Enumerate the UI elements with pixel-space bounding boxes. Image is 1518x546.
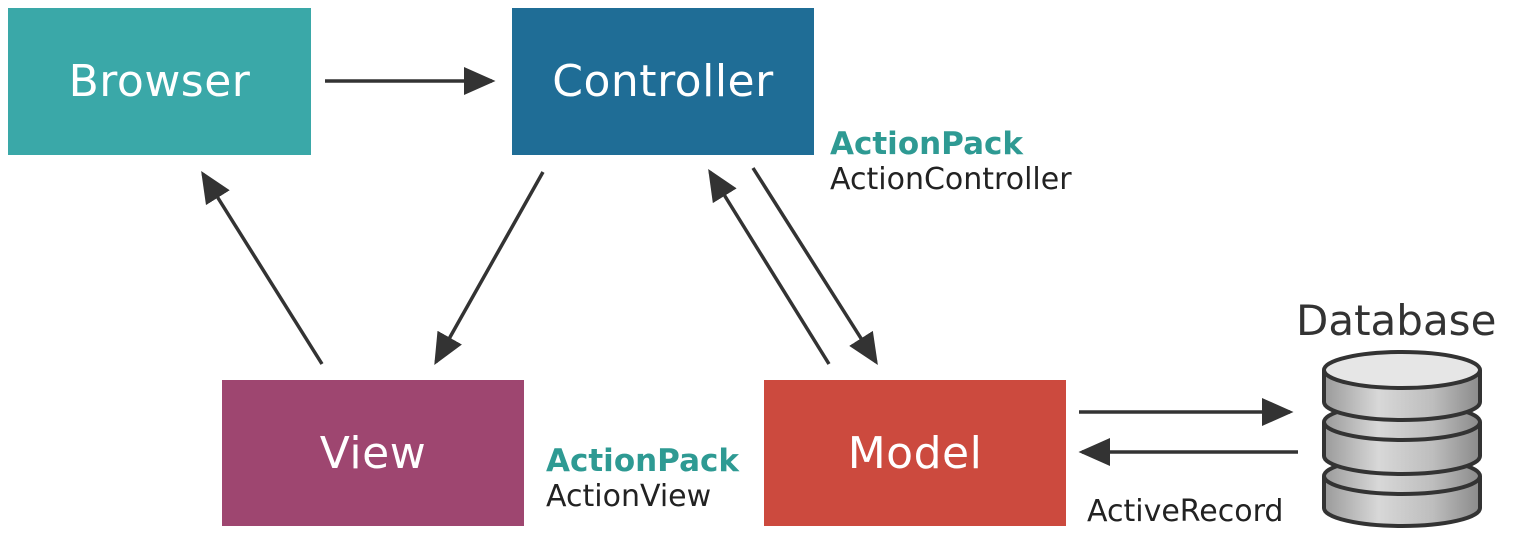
arrow-model-to-controller [708, 169, 831, 365]
arrow-view-to-browser [201, 171, 324, 365]
browser-node: Browser [8, 8, 311, 155]
database-title: Database [1296, 296, 1497, 345]
controller-node: Controller [512, 8, 814, 155]
view-annotation: ActionPack ActionView [546, 443, 739, 514]
activerecord-label: ActiveRecord [1087, 494, 1284, 529]
controller-pack-label: ActionPack [830, 126, 1023, 162]
browser-label: Browser [68, 56, 251, 107]
model-node: Model [764, 380, 1066, 526]
view-label: View [319, 427, 427, 479]
view-module-label: ActionView [546, 478, 712, 514]
view-pack-label: ActionPack [546, 443, 739, 479]
view-node: View [222, 380, 524, 526]
arrow-controller-to-model [751, 167, 878, 365]
controller-annotation: ActionPack ActionController [830, 126, 1072, 197]
database-icon [1322, 350, 1482, 528]
arrow-controller-to-view [434, 171, 545, 366]
controller-label: Controller [552, 56, 774, 107]
model-label: Model [847, 427, 983, 479]
controller-module-label: ActionController [830, 161, 1072, 197]
